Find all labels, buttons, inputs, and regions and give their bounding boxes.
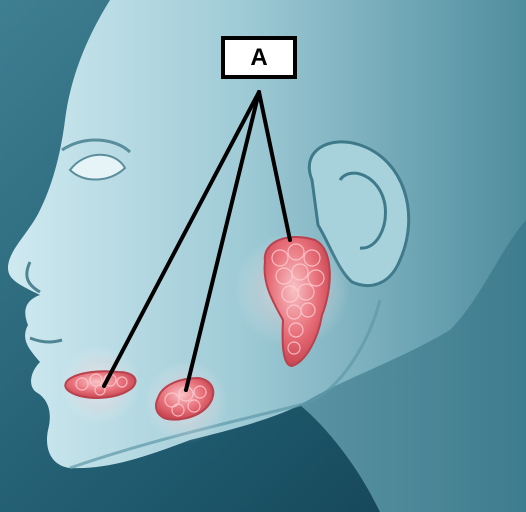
callout-label-text: A	[250, 44, 267, 72]
callout-label: A	[221, 36, 297, 79]
